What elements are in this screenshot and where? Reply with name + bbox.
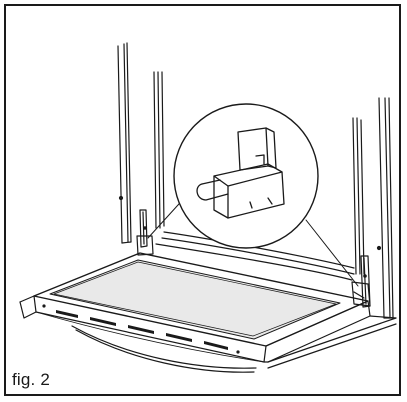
door-underside bbox=[71, 325, 257, 373]
right-frame-rail bbox=[376, 97, 394, 319]
figure-caption: fig. 2 bbox=[12, 370, 51, 389]
left-inner-rail bbox=[153, 71, 165, 229]
detail-callout bbox=[173, 103, 319, 249]
oven-door-illustration bbox=[19, 42, 397, 373]
right-inner-rail bbox=[352, 117, 365, 275]
left-hinge bbox=[136, 209, 154, 256]
right-hinge bbox=[351, 255, 371, 308]
left-frame-rail bbox=[117, 42, 132, 244]
door-vent-slots bbox=[42, 304, 240, 354]
hinge-clip-icon bbox=[196, 127, 285, 219]
door-front-edge bbox=[33, 295, 371, 363]
door-top-surface bbox=[33, 252, 369, 347]
base-plate bbox=[19, 295, 397, 369]
figure-frame: fig. 2 bbox=[4, 4, 401, 396]
